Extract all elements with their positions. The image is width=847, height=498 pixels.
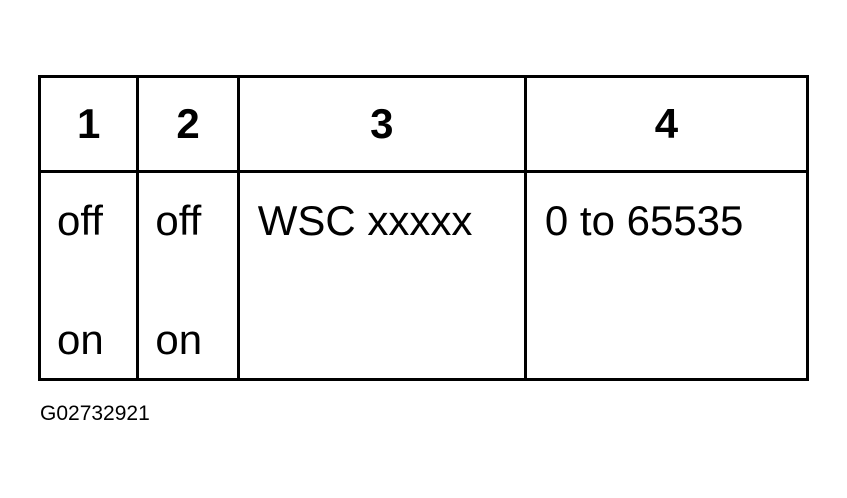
cell-column-4: 0 to 65535 [523, 170, 810, 381]
cell-column-3-value: WSC xxxxx [257, 197, 473, 244]
cell-column-1-values: off on [41, 173, 136, 378]
cell-column-1-off: off [57, 197, 103, 244]
header-cell-4: 4 [523, 75, 810, 173]
table-body: off on off on WSC xxxxx 0 to 65535 [37, 170, 810, 381]
cell-column-4-wrap: 0 to 65535 [527, 173, 806, 378]
cell-column-3-wrap: WSC xxxxx [240, 173, 524, 378]
cell-column-4-value: 0 to 65535 [544, 197, 744, 244]
cell-column-2: off on [136, 170, 240, 381]
header-cell-3: 3 [236, 75, 527, 173]
table-row: off on off on WSC xxxxx 0 to 65535 [37, 170, 810, 381]
parameter-table: 1 2 3 4 off on off on WSC xxxxx [37, 75, 810, 381]
cell-column-2-values: off on [139, 173, 236, 378]
cell-column-3: WSC xxxxx [236, 170, 527, 381]
cell-column-2-off: off [155, 197, 202, 244]
header-cell-1: 1 [37, 75, 140, 173]
header-row: 1 2 3 4 [37, 75, 810, 173]
figure-id-label: G02732921 [40, 402, 150, 425]
cell-column-1-on: on [57, 316, 104, 363]
header-cell-2: 2 [136, 75, 240, 173]
cell-column-1: off on [37, 170, 140, 381]
cell-column-2-on: on [155, 316, 203, 363]
table-header: 1 2 3 4 [37, 75, 810, 173]
